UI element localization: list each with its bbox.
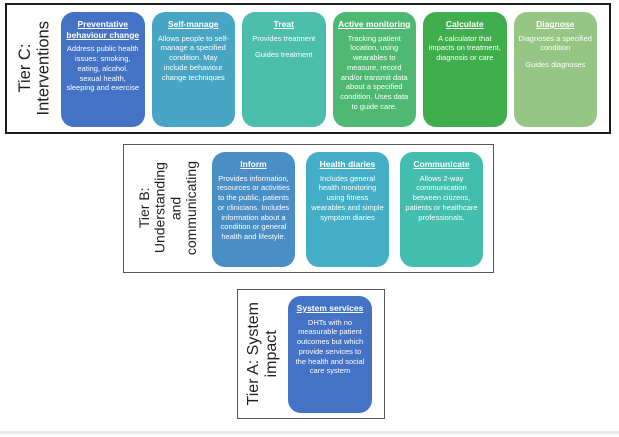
card-text: Provides treatment (252, 33, 316, 43)
card-text: Provides information, resources or activ… (217, 173, 290, 242)
card-title: Calculate (445, 19, 484, 29)
tier-a-label: Tier A: System impact (238, 290, 288, 418)
tier-c-label-line-1: Tier C: (15, 44, 34, 93)
card-title: Active monitoring (338, 19, 411, 29)
tier-a-system-impact-panel: Tier A: System impact System services DH… (237, 289, 385, 419)
card-title: Treat (273, 19, 294, 29)
card-treat: Treat Provides treatment Guides treatmen… (242, 12, 326, 127)
card-text: Includes general health monitoring using… (311, 173, 384, 222)
tier-a-label-line-1: Tier A: System (245, 302, 263, 406)
tier-b-label-line-3: and (167, 196, 183, 221)
tier-b-label: Tier B: Understanding and communicating (124, 145, 212, 272)
card-health-diaries: Health diaries Includes general health m… (306, 152, 389, 267)
card-text: Allows 2-way communication between citiz… (405, 173, 478, 222)
card-text: A calculator that impacts on treatment, … (428, 33, 501, 63)
card-text: Guides treatment (254, 50, 313, 60)
card-text: Tracking patient location, using wearabl… (340, 33, 409, 111)
tier-b-label-line-2: Understanding (151, 162, 168, 255)
card-diagnose: Diagnose Diagnoses a specified condition… (513, 12, 597, 127)
card-title: System services (296, 303, 364, 313)
card-title: Preventative behaviour change (66, 19, 140, 40)
card-preventative-behaviour-change: Preventative behaviour change Address pu… (61, 12, 145, 127)
tier-b-cards: Inform Provides information, resources o… (212, 145, 493, 272)
tier-c-cards: Preventative behaviour change Address pu… (61, 5, 609, 132)
card-communicate: Communicate Allows 2-way communication b… (400, 152, 483, 267)
card-title: Self-manage (167, 19, 219, 29)
card-text: Diagnoses a specified condition (518, 33, 592, 53)
card-inform: Inform Provides information, resources o… (212, 152, 295, 267)
bottom-edge-artifact (0, 431, 619, 434)
card-title: Inform (240, 159, 267, 169)
tier-c-label: Tier C: Interventions (7, 5, 61, 132)
card-title: Diagnose (536, 19, 575, 29)
tier-c-label-line-2: Interventions (34, 21, 52, 116)
tier-a-label-line-2: impact (263, 330, 280, 378)
tier-a-cards: System services DHTs with no measurable … (288, 290, 384, 418)
card-text: Allows people to self-manage a specified… (157, 33, 229, 82)
tier-b-label-line-1: Tier B: (135, 188, 152, 229)
card-system-services: System services DHTs with no measurable … (288, 296, 372, 413)
card-active-monitoring: Active monitoring Tracking patient locat… (332, 12, 416, 127)
tier-b-label-line-4: communicating (182, 161, 199, 256)
tier-c-interventions-panel: Tier C: Interventions Preventative behav… (5, 3, 611, 134)
card-calculate: Calculate A calculator that impacts on t… (423, 12, 507, 127)
card-self-manage: Self-manage Allows people to self-manage… (151, 12, 235, 127)
card-text: DHTs with no measurable patient outcomes… (295, 317, 365, 376)
card-text: Guides diagnoses (525, 60, 586, 70)
tier-b-understanding-panel: Tier B: Understanding and communicating … (123, 144, 494, 273)
card-title: Health diaries (319, 159, 376, 169)
card-title: Communicate (413, 159, 470, 169)
card-text: Address public health issues: smoking, e… (66, 44, 140, 93)
